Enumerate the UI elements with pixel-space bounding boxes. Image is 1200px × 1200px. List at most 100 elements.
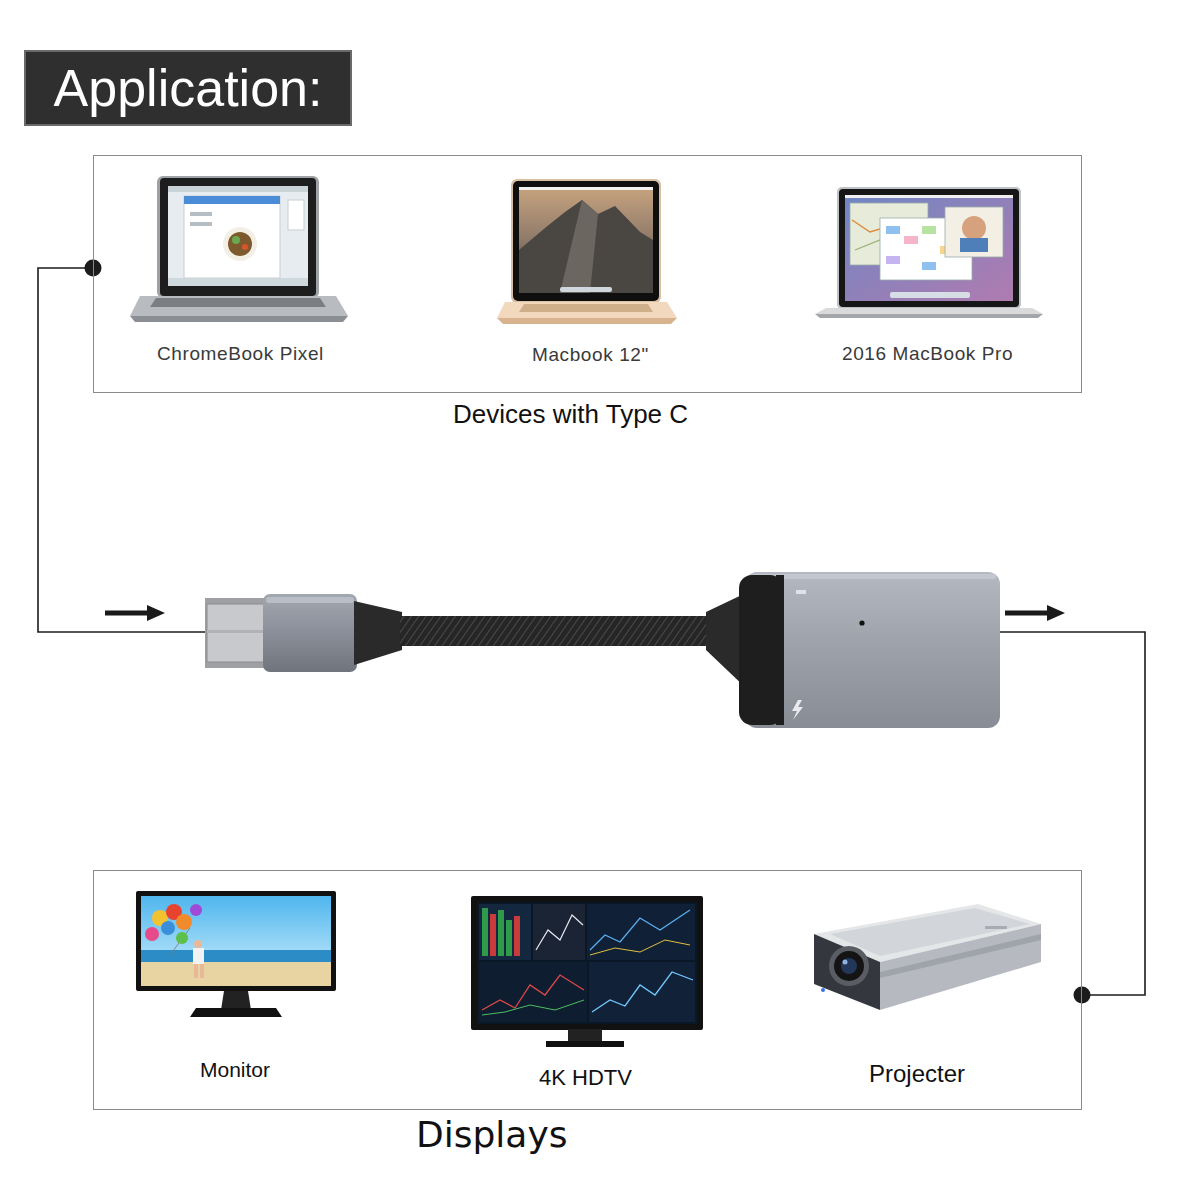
hdtv-illustration bbox=[471, 896, 703, 1047]
device-caption: ChromeBook Pixel bbox=[157, 343, 324, 366]
macbook-pro-part bbox=[904, 236, 918, 244]
macbook-part bbox=[519, 304, 653, 312]
adapter-part bbox=[263, 594, 357, 672]
macbook-part bbox=[560, 200, 598, 293]
monitor-part bbox=[141, 962, 331, 986]
monitor-part bbox=[221, 991, 251, 1010]
adapter-part bbox=[205, 598, 269, 668]
monitor-part bbox=[200, 964, 204, 978]
adapter-part bbox=[796, 590, 806, 594]
macbook-part bbox=[497, 302, 677, 318]
monitor-part bbox=[190, 1008, 282, 1017]
hdtv-part bbox=[498, 910, 504, 956]
frame-heading: Devices with Type C bbox=[453, 399, 688, 430]
macbook-pro-part bbox=[960, 238, 988, 252]
chromebook-part bbox=[160, 178, 316, 296]
projector-part bbox=[814, 934, 880, 1010]
hdtv-part bbox=[533, 904, 585, 960]
projector-illustration bbox=[814, 904, 1041, 1010]
macbook-part bbox=[560, 287, 612, 292]
hdtv-part bbox=[479, 962, 587, 1022]
monitor-part bbox=[193, 948, 204, 964]
device-caption: Monitor bbox=[200, 1057, 270, 1082]
chromebook-part bbox=[157, 176, 319, 298]
monitor-part bbox=[161, 921, 175, 935]
projector-part bbox=[821, 988, 825, 992]
hdtv-part bbox=[514, 916, 520, 956]
adapter-part bbox=[859, 620, 864, 625]
macbook-pro-part bbox=[815, 314, 1043, 318]
macbook-pro-part bbox=[886, 256, 900, 264]
macbook-illustration bbox=[497, 179, 677, 324]
projector-part bbox=[829, 946, 869, 986]
projector-part bbox=[843, 960, 848, 965]
monitor-illustration bbox=[136, 891, 336, 1017]
hdtv-part bbox=[482, 1000, 584, 1015]
macbook-pro-part bbox=[845, 195, 1013, 198]
projector-part bbox=[841, 958, 857, 974]
macbook-pro-part bbox=[886, 226, 900, 234]
macbook-pro-part bbox=[922, 262, 936, 270]
chromebook-part bbox=[150, 298, 326, 307]
adapter-part bbox=[750, 574, 996, 579]
hdtv-part bbox=[592, 972, 693, 1012]
hdtv-part bbox=[568, 1029, 602, 1042]
monitor-part bbox=[194, 964, 198, 978]
chromebook-part bbox=[130, 296, 348, 316]
hdtv-part bbox=[590, 910, 690, 950]
device-caption: Projecter bbox=[869, 1060, 965, 1089]
macbook-pro-part bbox=[962, 216, 986, 240]
chromebook-part bbox=[223, 227, 257, 261]
chromebook-part bbox=[190, 212, 212, 216]
hdtv-part bbox=[477, 902, 697, 1024]
adapter-part bbox=[739, 575, 783, 725]
macbook-pro-part bbox=[945, 207, 1003, 257]
macbook-part bbox=[519, 187, 653, 190]
hdtv-part bbox=[490, 914, 496, 956]
macbook-part bbox=[511, 179, 661, 303]
hdtv-part bbox=[471, 896, 703, 1030]
projector-part bbox=[985, 926, 1007, 929]
flow-arrow bbox=[105, 605, 165, 621]
chromebook-part bbox=[168, 278, 308, 286]
chromebook-illustration bbox=[130, 176, 348, 322]
macbook-pro-part bbox=[890, 292, 970, 298]
chromebook-part bbox=[130, 316, 348, 322]
monitor-part bbox=[141, 896, 331, 986]
hdtv-part bbox=[506, 920, 512, 956]
hdtv-part bbox=[590, 940, 690, 955]
adapter-part bbox=[207, 604, 265, 662]
macbook-part bbox=[497, 318, 677, 324]
hdtv-part bbox=[589, 962, 695, 1022]
connector-dot bbox=[1074, 987, 1091, 1004]
macbook-pro-part bbox=[922, 226, 936, 234]
adapter-illustration bbox=[205, 572, 1000, 728]
projector-part bbox=[880, 924, 1041, 1010]
chromebook-part bbox=[228, 232, 252, 256]
monitor-part bbox=[141, 950, 331, 962]
adapter-part bbox=[207, 630, 265, 633]
monitor-part bbox=[145, 927, 159, 941]
hdtv-part bbox=[479, 904, 531, 960]
flow-arrow bbox=[1005, 605, 1065, 621]
monitor-part bbox=[136, 891, 336, 991]
macbook-pro-part bbox=[815, 308, 1043, 314]
frame-heading: Displays bbox=[416, 1113, 567, 1156]
adapter-part bbox=[776, 575, 784, 725]
chromebook-part bbox=[190, 222, 212, 226]
macbook-pro-part bbox=[839, 189, 1019, 307]
connector-line bbox=[38, 268, 1145, 995]
chromebook-part bbox=[288, 200, 304, 230]
macbook-pro-part bbox=[837, 187, 1021, 309]
monitor-part bbox=[190, 904, 202, 916]
macbook-part bbox=[519, 200, 653, 293]
adapter-part bbox=[792, 700, 803, 720]
chromebook-part bbox=[242, 244, 248, 250]
chromebook-part bbox=[232, 236, 240, 244]
macbook-pro-illustration bbox=[815, 187, 1043, 318]
macbook-part bbox=[513, 181, 659, 301]
adapter-part bbox=[354, 601, 402, 665]
chromebook-part bbox=[184, 196, 280, 278]
